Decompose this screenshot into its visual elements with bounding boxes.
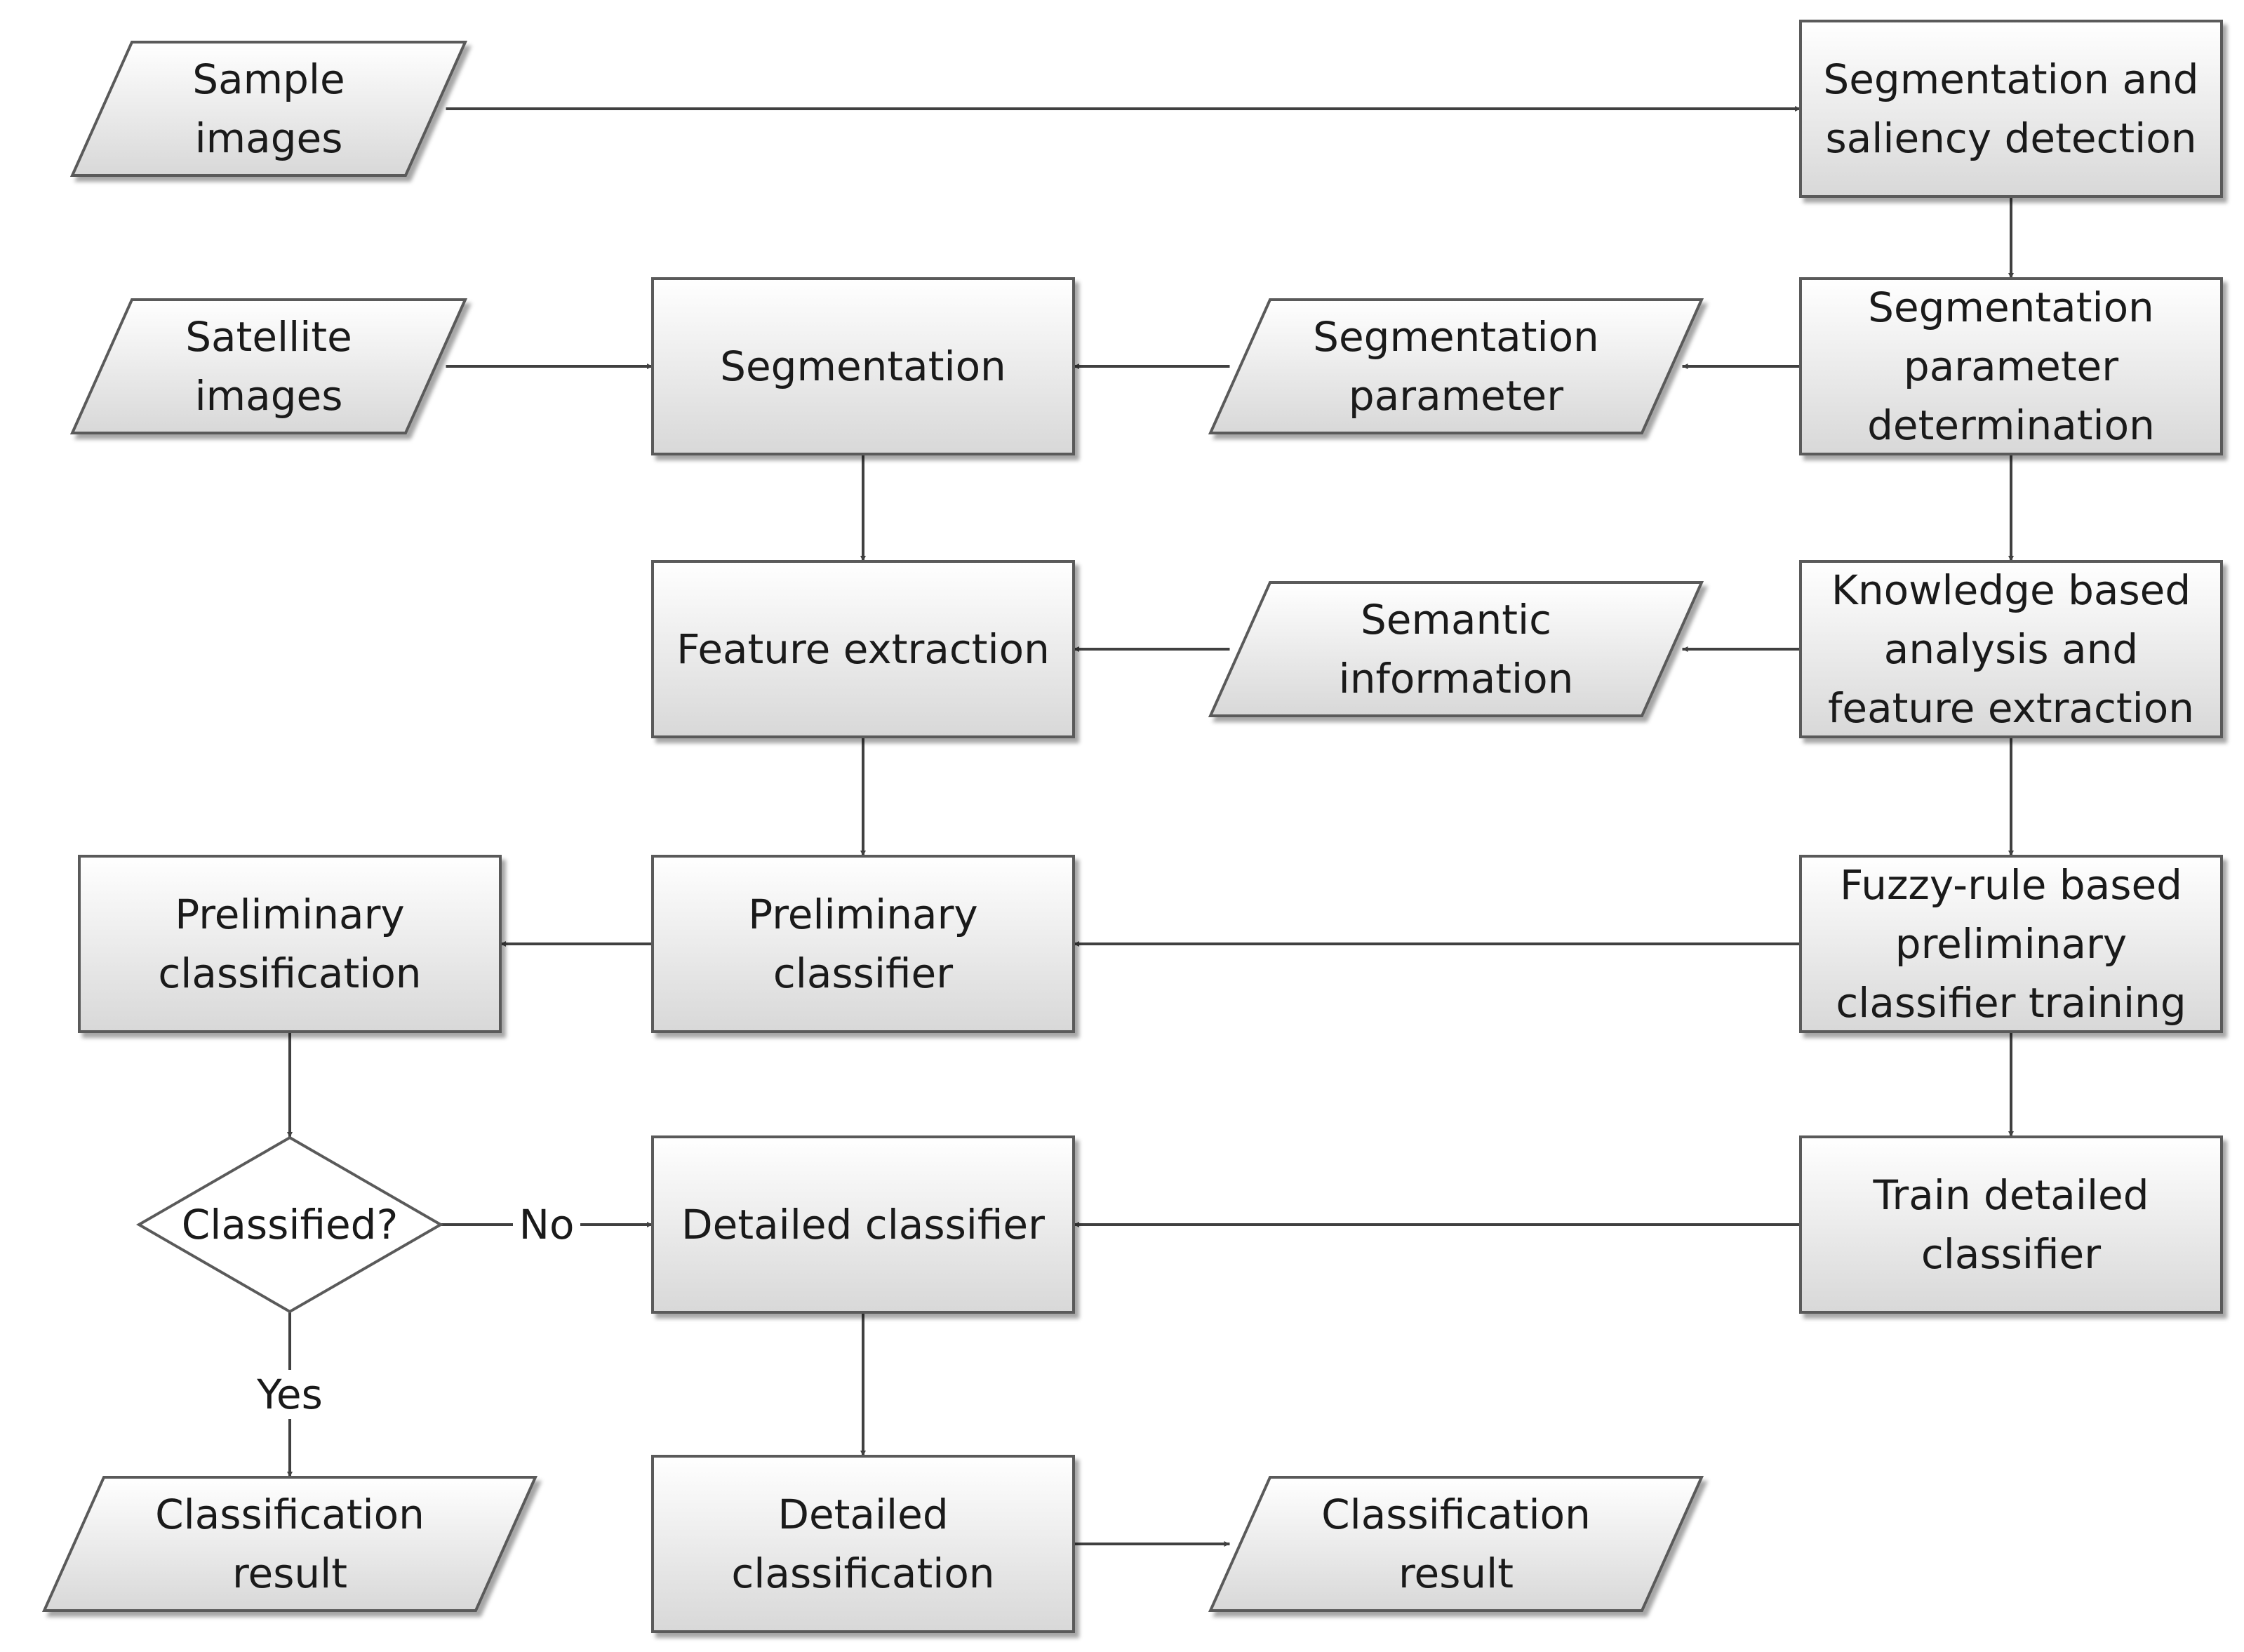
node-shape bbox=[41, 1476, 538, 1612]
edge-label-background bbox=[243, 1370, 337, 1419]
node-label-line: Segmentation bbox=[1868, 284, 2154, 331]
node-shape bbox=[135, 1135, 444, 1314]
node-semantic-info: Semantic information bbox=[1208, 581, 1704, 717]
node-label-line: Knowledge based bbox=[1831, 566, 2191, 614]
node-seg-parameter: Segmentation parameter bbox=[1208, 298, 1704, 434]
node-detailed-classifier: Detailed classifier bbox=[651, 1135, 1075, 1314]
node-shape bbox=[1799, 855, 2223, 1033]
node-label-line: Classification bbox=[1321, 1491, 1591, 1538]
node-shape bbox=[651, 1135, 1075, 1314]
node-label-line: determination bbox=[1867, 401, 2155, 449]
edge-label: Yes bbox=[256, 1371, 323, 1418]
node-label-line: Fuzzy-rule based bbox=[1840, 861, 2182, 909]
node-label-line: Semantic bbox=[1361, 596, 1551, 644]
node-shape bbox=[651, 560, 1075, 738]
node-label-line: feature extraction bbox=[1828, 684, 2194, 732]
node-label-line: analysis and bbox=[1884, 625, 2138, 673]
node-shape bbox=[69, 298, 468, 434]
node-result-left: Classification result bbox=[41, 1476, 538, 1612]
node-label-line: Detailed bbox=[777, 1491, 948, 1538]
node-prelim-classifier: Preliminary classifier bbox=[651, 855, 1075, 1033]
node-segmentation: Segmentation bbox=[651, 277, 1075, 455]
node-label-line: Classification bbox=[155, 1491, 425, 1538]
edge-label-background bbox=[513, 1200, 580, 1249]
node-label-line: parameter bbox=[1349, 372, 1563, 420]
edge-label: No bbox=[519, 1201, 575, 1248]
node-label-line: classification bbox=[158, 950, 421, 997]
node-label-line: classifier bbox=[1921, 1230, 2101, 1278]
node-result-right: Classification result bbox=[1208, 1476, 1704, 1612]
node-label-line: result bbox=[232, 1550, 347, 1597]
node-shape bbox=[78, 855, 502, 1033]
node-seg-param-determ: Segmentation parameter determination bbox=[1799, 277, 2223, 455]
node-label-line: Train detailed bbox=[1872, 1171, 2149, 1219]
node-train-detailed: Train detailed classifier bbox=[1799, 1135, 2223, 1314]
node-label-line: Sample bbox=[192, 55, 345, 103]
node-shape bbox=[1799, 20, 2223, 198]
node-shape bbox=[1799, 277, 2223, 455]
node-shape bbox=[1799, 1135, 2223, 1314]
node-label-line: Segmentation and bbox=[1823, 55, 2198, 103]
node-label-line: Preliminary bbox=[748, 891, 978, 938]
node-classified-decision: Classified? bbox=[135, 1135, 444, 1314]
node-knowledge-analysis: Knowledge based analysis and feature extra… bbox=[1799, 560, 2223, 738]
node-shape bbox=[651, 1455, 1075, 1633]
node-label-line: classifier bbox=[773, 950, 953, 997]
node-label-line: result bbox=[1398, 1550, 1514, 1597]
node-shape bbox=[1208, 1476, 1704, 1612]
node-label-line: classifier training bbox=[1836, 979, 2186, 1027]
node-prelim-classification: Preliminary classification bbox=[78, 855, 502, 1033]
node-shape bbox=[651, 277, 1075, 455]
edge-classified-decision-to-result-left: Yes bbox=[243, 1312, 337, 1477]
node-shape bbox=[651, 855, 1075, 1033]
node-label-line: Feature extraction bbox=[676, 625, 1050, 673]
node-satellite-images: Satellite images bbox=[69, 298, 468, 434]
node-shape bbox=[1799, 560, 2223, 738]
node-label-line: images bbox=[195, 372, 343, 420]
node-shape bbox=[1208, 581, 1704, 717]
nodes-layer: Sample images Segmentation and saliency det… bbox=[41, 20, 2223, 1633]
node-label-line: parameter bbox=[1904, 342, 2118, 390]
node-seg-saliency: Segmentation and saliency detection bbox=[1799, 20, 2223, 198]
node-label-line: Preliminary bbox=[175, 891, 405, 938]
node-label-line: Classified? bbox=[182, 1201, 399, 1248]
node-feature-extraction: Feature extraction bbox=[651, 560, 1075, 738]
node-label-line: images bbox=[195, 114, 343, 162]
node-label-line: Detailed classifier bbox=[681, 1201, 1045, 1248]
node-label-line: Satellite bbox=[185, 313, 352, 361]
node-sample-images: Sample images bbox=[69, 41, 468, 177]
node-shape bbox=[69, 41, 468, 177]
node-label-line: saliency detection bbox=[1826, 114, 2197, 162]
edge-classified-decision-to-detailed-classifier: No bbox=[441, 1200, 653, 1249]
node-label-line: classification bbox=[731, 1550, 994, 1597]
node-shape bbox=[1208, 298, 1704, 434]
node-fuzzy-training: Fuzzy-rule based preliminary classifier tr… bbox=[1799, 855, 2223, 1033]
node-label-line: Segmentation bbox=[720, 342, 1006, 390]
node-label-line: Segmentation bbox=[1313, 313, 1599, 361]
node-label-line: information bbox=[1339, 655, 1574, 702]
node-detailed-classification: Detailed classification bbox=[651, 1455, 1075, 1633]
node-label-line: preliminary bbox=[1895, 920, 2127, 968]
